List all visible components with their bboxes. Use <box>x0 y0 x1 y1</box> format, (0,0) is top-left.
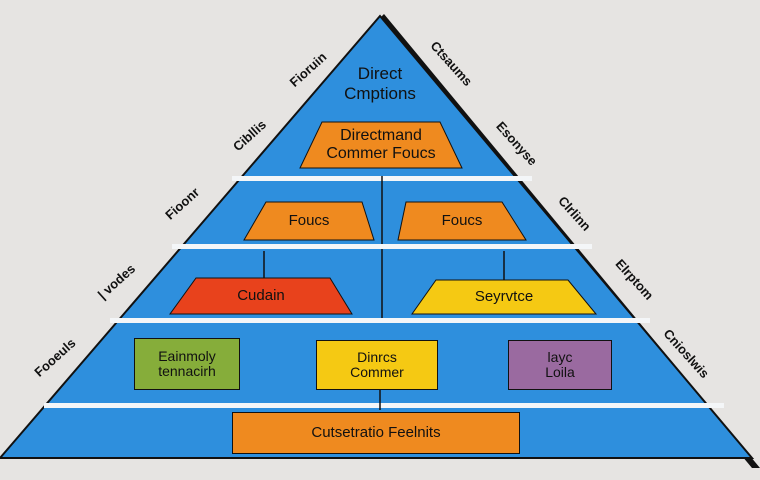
tier4-right-line2: Loila <box>545 364 575 380</box>
tier2-right-label: Foucs <box>441 212 483 230</box>
tier2-right-shape <box>397 201 527 241</box>
tier2-left-shape <box>243 201 375 241</box>
tier4-left-line2: tennacirh <box>158 363 216 379</box>
base-box: Cutsetratio Feelnits <box>232 412 520 454</box>
tier1-shape <box>299 121 463 169</box>
tier1-line2: Commer Foucs <box>326 145 436 162</box>
band-divider-3 <box>110 318 650 323</box>
tier3-left-label: Cudain <box>237 287 285 305</box>
tier3-right-shape <box>411 279 598 315</box>
apex-title-line2: Cmptions <box>344 83 416 103</box>
base-label: Cutsetratio Feelnits <box>311 423 441 441</box>
tier4-middle-line2: Commer <box>350 364 404 380</box>
tier1-line1: Directmand <box>340 126 422 144</box>
apex-title: Direct Cmptions <box>300 64 460 103</box>
tier3-left-shape <box>169 277 353 315</box>
tier4-right-box: layc Loila <box>508 340 612 390</box>
tier4-middle-line1: Dinrcs <box>357 348 397 365</box>
tier4-right-line1: layc <box>547 348 573 365</box>
band-divider-4 <box>44 403 724 408</box>
tier2-left-label: Foucs <box>288 212 330 230</box>
tier1-label: Directmand Commer Foucs <box>300 122 462 168</box>
tier3-right-label: Seyrvtce <box>474 288 534 306</box>
tier4-left-box: Eainmoly tennacirh <box>134 338 240 390</box>
apex-title-line1: Direct <box>357 64 403 83</box>
band-divider-2 <box>172 244 592 249</box>
tier4-left-line1: Eainmoly <box>158 347 216 364</box>
tier4-middle-box: Dinrcs Commer <box>316 340 438 390</box>
